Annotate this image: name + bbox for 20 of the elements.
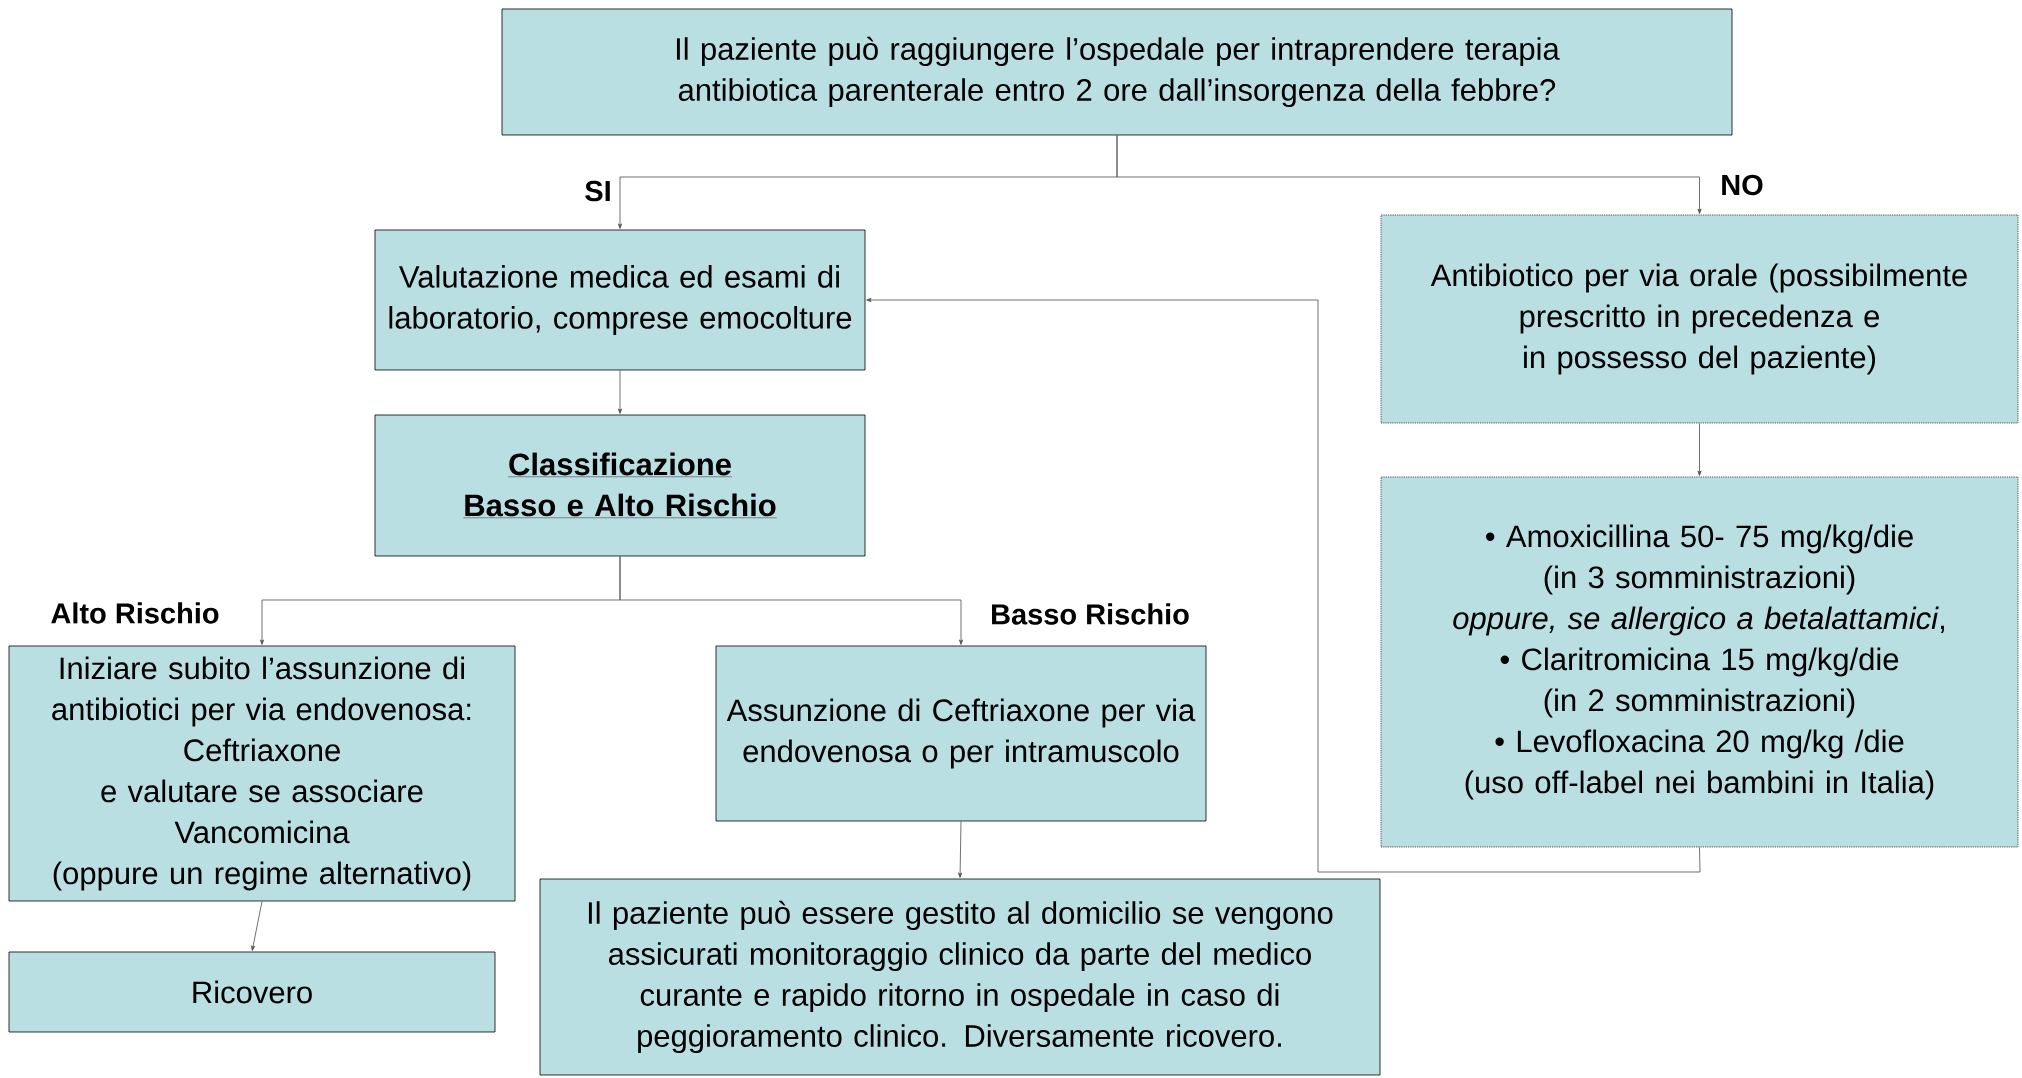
arrow xyxy=(958,821,963,878)
classification-box: Classificazione Basso e Alto Rischio xyxy=(374,414,866,557)
process-box: Iniziare subito l’assunzione di antibiotici per via endovenosa: Ceftriaxone e valutare se associare Vancomicina (oppure un regime alternativo) xyxy=(8,645,516,902)
arrow xyxy=(251,901,263,951)
arrow xyxy=(866,298,1701,873)
process-box: Antibiotico per via orale (possibilmente prescritto in precedenza e in possesso del paziente) xyxy=(1380,214,2019,424)
edge-label: SI xyxy=(585,180,610,202)
question-box: Il paziente può raggiungere l’ospedale per intraprendere terapia antibiotica parenterale entro 2 ore dall’insorgenza della febbre? xyxy=(501,8,1733,136)
process-box: Valutazione medica ed esami di laboratorio, comprese emocolture xyxy=(374,229,866,371)
arrow xyxy=(618,370,622,414)
process-box: Ricovero xyxy=(8,951,496,1033)
process-box: Assunzione di Ceftriaxone per via endovenosa o per intramuscolo xyxy=(715,645,1207,822)
edge-label: Alto Rischio xyxy=(51,602,219,624)
therapy-box: • Amoxicillina 50- 75 mg/kg/die (in 3 somministrazioni) oppure, se allergico a betalattamici, • Claritromicina 15 mg/kg/die (in 2 somministrazioni) • Levofloxacina 20 mg/kg /die (uso off-label nei bambini in Italia) xyxy=(1380,476,2019,848)
process-box: Il paziente può essere gestito al domicilio se vengono assicurati monitoraggio clinico da parte del medico curante e rapido ritorno in ospedale in caso di peggioramento clinico. Diversamente ricovero. xyxy=(539,878,1381,1076)
edge-label: Basso Rischio xyxy=(992,603,1189,625)
edge-label: NO xyxy=(1722,174,1763,196)
arrow xyxy=(1697,423,1702,476)
arrow xyxy=(619,556,963,645)
arrow xyxy=(1116,135,1702,214)
